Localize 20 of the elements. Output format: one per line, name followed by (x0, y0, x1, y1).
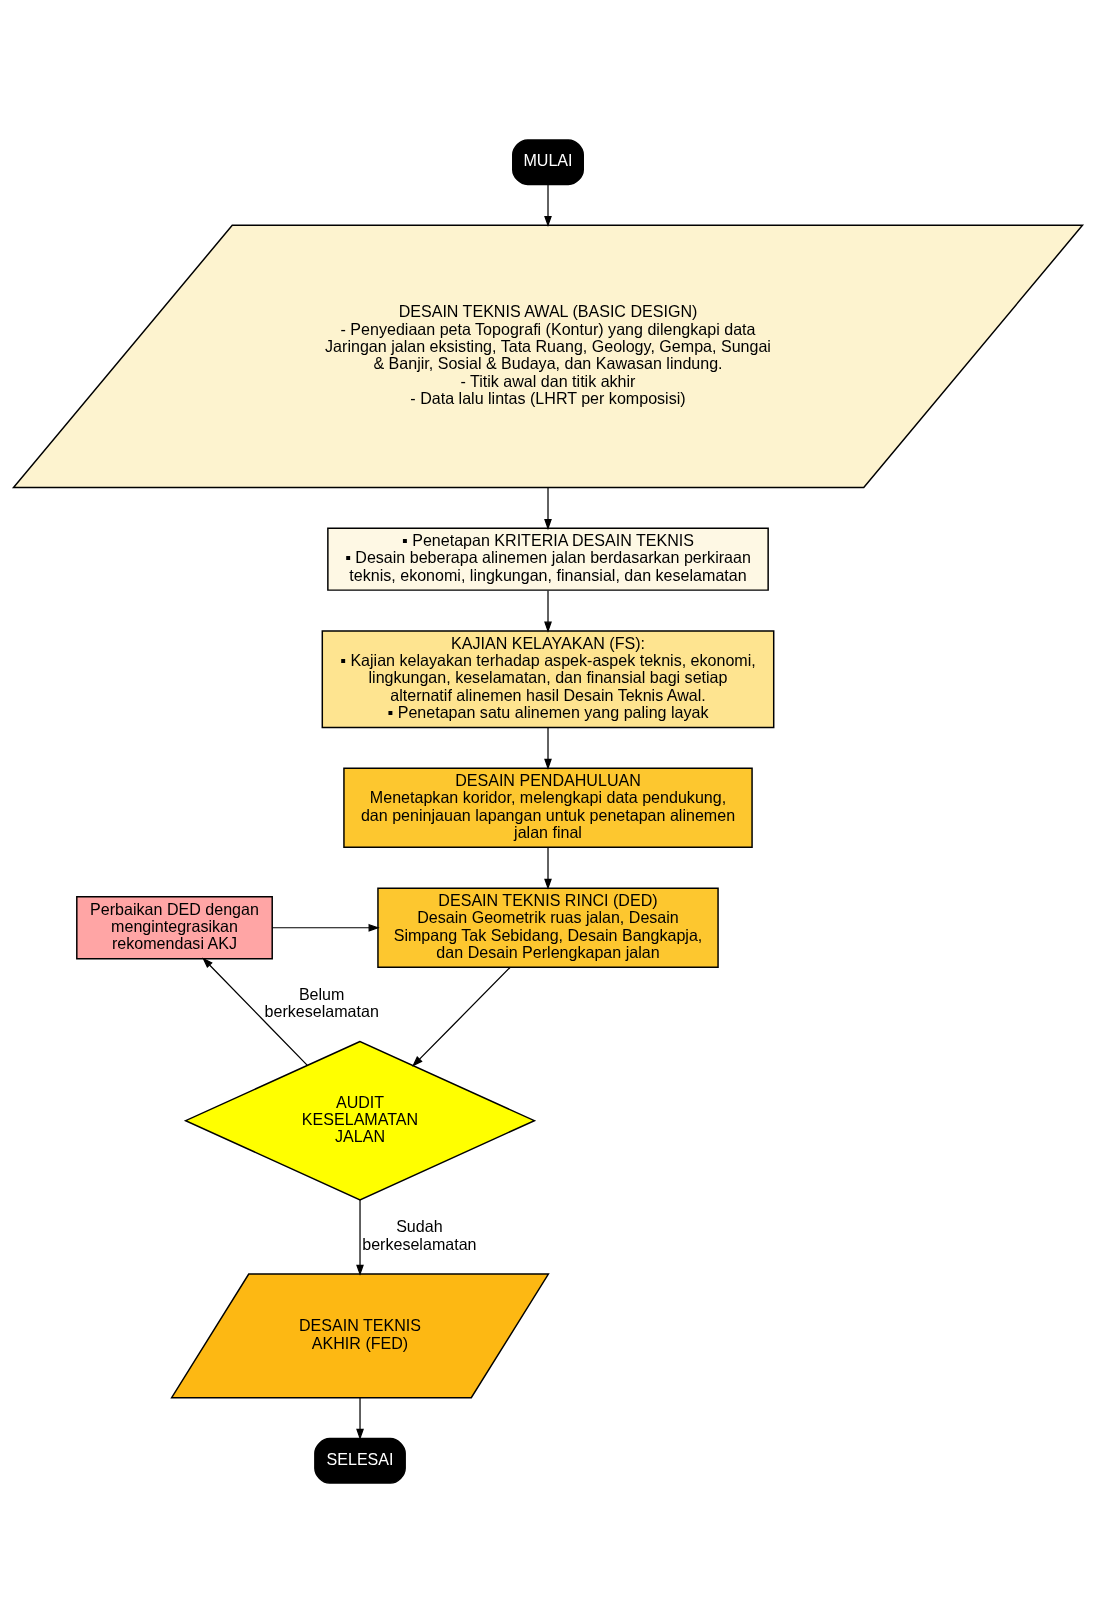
arrow (271, 923, 380, 932)
node-box: KAJIAN KELAYAKAN (FS): ▪ Kajian kelayakan terhadap aspek-aspek teknis, ekonomi, lingkungan, keselamatan, dan finansial bagi setiap alternatif alinemen hasil Desain Teknis Awal. ▪ Penetapan satu alinemen yang paling layak (321, 630, 775, 729)
arrow (202, 957, 308, 1066)
node-box: SELESAI (314, 1437, 406, 1484)
node-box: MULAI (512, 139, 584, 186)
node-box: DESAIN PENDAHULUAN Menetapkan koridor, melengkapi data pendukung, dan peninjauan lapangan untuk penetapan alinemen jalan final (343, 767, 753, 849)
node-box: DESAIN TEKNIS RINCI (DED) Desain Geometrik ruas jalan, Desain Simpang Tak Sebidang, Desain Bangkapja, dan Desain Perlengkapan jalan (377, 887, 719, 969)
arrow (544, 184, 552, 228)
arrow (356, 1397, 364, 1440)
arrow (544, 487, 552, 531)
arrow (544, 590, 552, 633)
node-box: Perbaikan DED dengan mengintegrasikan rekomendasi AKJ (76, 896, 273, 960)
arrow (412, 966, 511, 1067)
arrow (544, 727, 552, 770)
edge-label: Belum berkeselamatan (264, 984, 379, 1021)
node-diamond: AUDIT KESELAMATAN JALAN (183, 1040, 537, 1201)
edge-label: Sudah berkeselamatan (362, 1217, 477, 1253)
arrow (544, 846, 552, 890)
arrow (356, 1199, 364, 1276)
node-box: ▪ Penetapan KRITERIA DESAIN TEKNIS ▪ Desain beberapa alinemen jalan berdasarkan perkiraan teknis, ekonomi, lingkungan, finansial, dan keselamatan (327, 527, 769, 591)
